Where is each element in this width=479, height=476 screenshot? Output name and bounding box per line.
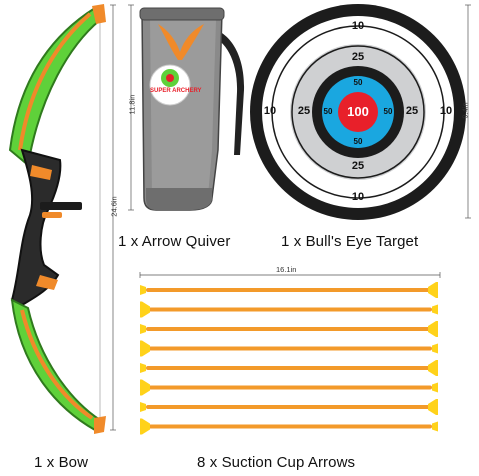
arrow-nock (432, 382, 438, 393)
suction-cup (428, 321, 438, 337)
target-label-50-bottom: 50 (353, 137, 363, 146)
arrow-nock (432, 421, 438, 432)
bow-upper-stripe (18, 12, 92, 151)
target-label-10-right: 10 (439, 105, 453, 117)
arrow-nock (140, 324, 146, 334)
bow-dimension (110, 4, 116, 431)
arrow-shaft (146, 307, 432, 312)
quiver-logo-text: SUPER ARCHERY (150, 88, 202, 94)
target-label-50-right: 50 (383, 107, 393, 116)
target-label-25-bottom: 25 (351, 160, 365, 172)
target-label-25-left: 25 (297, 105, 311, 117)
suction-cup (140, 340, 150, 357)
target-dimension-label: 9.4in (460, 102, 470, 119)
suction-cup-arrow (140, 301, 438, 318)
bow-riser-accent-1 (30, 165, 52, 180)
caption-bow: 1 x Bow (34, 454, 89, 471)
arrow-shaft (146, 366, 432, 370)
bow-lower-stripe (20, 309, 94, 420)
target-label-100: 100 (347, 104, 369, 119)
suction-cup-arrow (140, 282, 438, 298)
target-label-10-bottom: 10 (351, 191, 365, 203)
suction-cup-arrow (140, 418, 438, 435)
arrow-nock (140, 363, 146, 373)
bow-arrow-rest (40, 202, 82, 210)
suction-cup (140, 379, 150, 396)
suction-cup (140, 301, 150, 318)
suction-cup-arrow (140, 360, 438, 376)
arrow-nock (140, 285, 146, 295)
target-label-50-top: 50 (353, 78, 363, 87)
arrow-shaft (146, 346, 432, 351)
target-bullseye (338, 92, 378, 132)
arrow-shaft (146, 424, 432, 429)
quiver-wing-decal (158, 24, 204, 60)
caption-quiver: 1 x Arrow Quiver (118, 233, 231, 250)
suction-cup (428, 282, 438, 298)
arrow-shaft (146, 385, 432, 390)
suction-cup-arrow (140, 379, 438, 396)
quiver-dimension (128, 4, 134, 211)
suction-cup (428, 360, 438, 376)
quiver-bottom-cap (146, 188, 212, 210)
quiver (139, 7, 245, 211)
arrow-nock (432, 343, 438, 354)
arrow-shaft (146, 288, 432, 292)
quiver-strap (210, 28, 245, 155)
arrows (140, 282, 438, 435)
arrow-shaft (146, 405, 432, 409)
bulls-eye-target (250, 4, 466, 220)
quiver-panel (150, 20, 216, 196)
suction-cup-arrow (140, 399, 438, 415)
bow-rest-accent (42, 212, 62, 218)
target-label-25-right: 25 (405, 105, 419, 117)
target-label-10-top: 10 (351, 20, 365, 32)
suction-cup-arrow (140, 340, 438, 357)
arrow-dimension-label: 16.1in (276, 265, 297, 274)
caption-arrows: 8 x Suction Cup Arrows (197, 454, 356, 471)
bow-riser-accent-2 (36, 275, 58, 290)
bow-lower-tip (94, 416, 106, 434)
arrow-dimension (139, 272, 441, 278)
bow-upper-tip (92, 4, 106, 24)
target-label-10-left: 10 (263, 105, 277, 117)
suction-cup (428, 399, 438, 415)
suction-cup-arrow (140, 321, 438, 337)
target-label-50-left: 50 (323, 107, 333, 116)
bow-upper-limb (8, 6, 102, 167)
target-label-25-top: 25 (351, 51, 365, 63)
bow-dimension-label: 24.6in (109, 196, 119, 217)
caption-target: 1 x Bull's Eye Target (281, 233, 419, 250)
arrow-nock (140, 402, 146, 412)
quiver-dimension-label: 11.8in (127, 94, 137, 115)
quiver-rim (139, 7, 225, 21)
arrow-shaft (146, 327, 432, 331)
suction-cup (140, 418, 150, 435)
target-dimension (465, 4, 471, 219)
bow (8, 4, 106, 434)
arrow-nock (432, 304, 438, 315)
